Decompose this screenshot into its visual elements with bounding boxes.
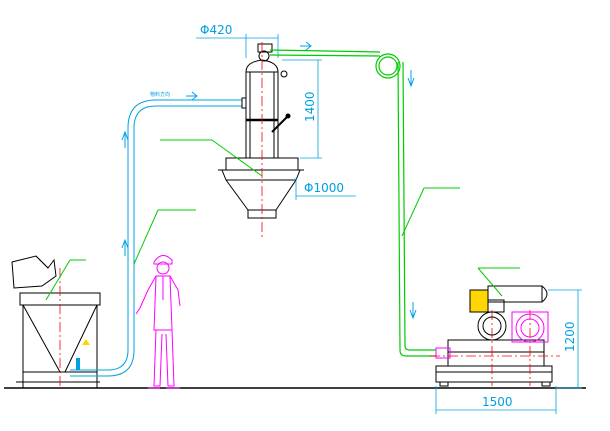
pump-filter bbox=[469, 285, 548, 313]
vacuum-receiver bbox=[241, 43, 288, 159]
hopper-marker bbox=[82, 339, 90, 345]
dim-hopper-height-lines bbox=[282, 59, 322, 159]
suction-pipe bbox=[70, 99, 242, 377]
discharge-valve-lever bbox=[271, 115, 289, 133]
dim-pump-width-lines bbox=[435, 386, 557, 414]
feed-label-leader bbox=[45, 259, 71, 301]
pump-pipe-fitting bbox=[435, 347, 451, 359]
main-hopper bbox=[218, 157, 304, 219]
suction-nozzle bbox=[76, 358, 80, 370]
dim-pump-height-lines bbox=[548, 289, 582, 389]
pump-base bbox=[435, 339, 553, 387]
flow-direction-label: 物料方向 bbox=[150, 91, 170, 98]
dim-pump-width: 1500 bbox=[482, 395, 513, 409]
hopper-label-leader bbox=[211, 139, 263, 177]
vacuum-pipe bbox=[269, 49, 436, 357]
dim-hopper-height: 1400 bbox=[303, 91, 317, 122]
dim-top-diameter-lines bbox=[196, 34, 279, 58]
operator-label-leader bbox=[133, 209, 159, 265]
dim-pump-height: 1200 bbox=[563, 321, 577, 352]
roots-blower bbox=[511, 311, 549, 343]
material-bag bbox=[11, 255, 57, 289]
flow-arrows bbox=[121, 91, 198, 256]
valve-knob bbox=[285, 113, 291, 119]
dim-hopper-diameter: Φ1000 bbox=[304, 181, 344, 195]
motor bbox=[477, 299, 507, 341]
vacuum-flow-arrows bbox=[300, 41, 417, 320]
operator-figure bbox=[135, 255, 181, 389]
pump-label-leader bbox=[477, 267, 503, 297]
pump-centerlines bbox=[430, 310, 560, 386]
dim-hopper-diameter-lines bbox=[295, 178, 356, 200]
feed-hopper bbox=[16, 292, 101, 388]
pipe-label-leader bbox=[401, 187, 425, 237]
dim-top-diameter: Φ420 bbox=[200, 23, 232, 37]
